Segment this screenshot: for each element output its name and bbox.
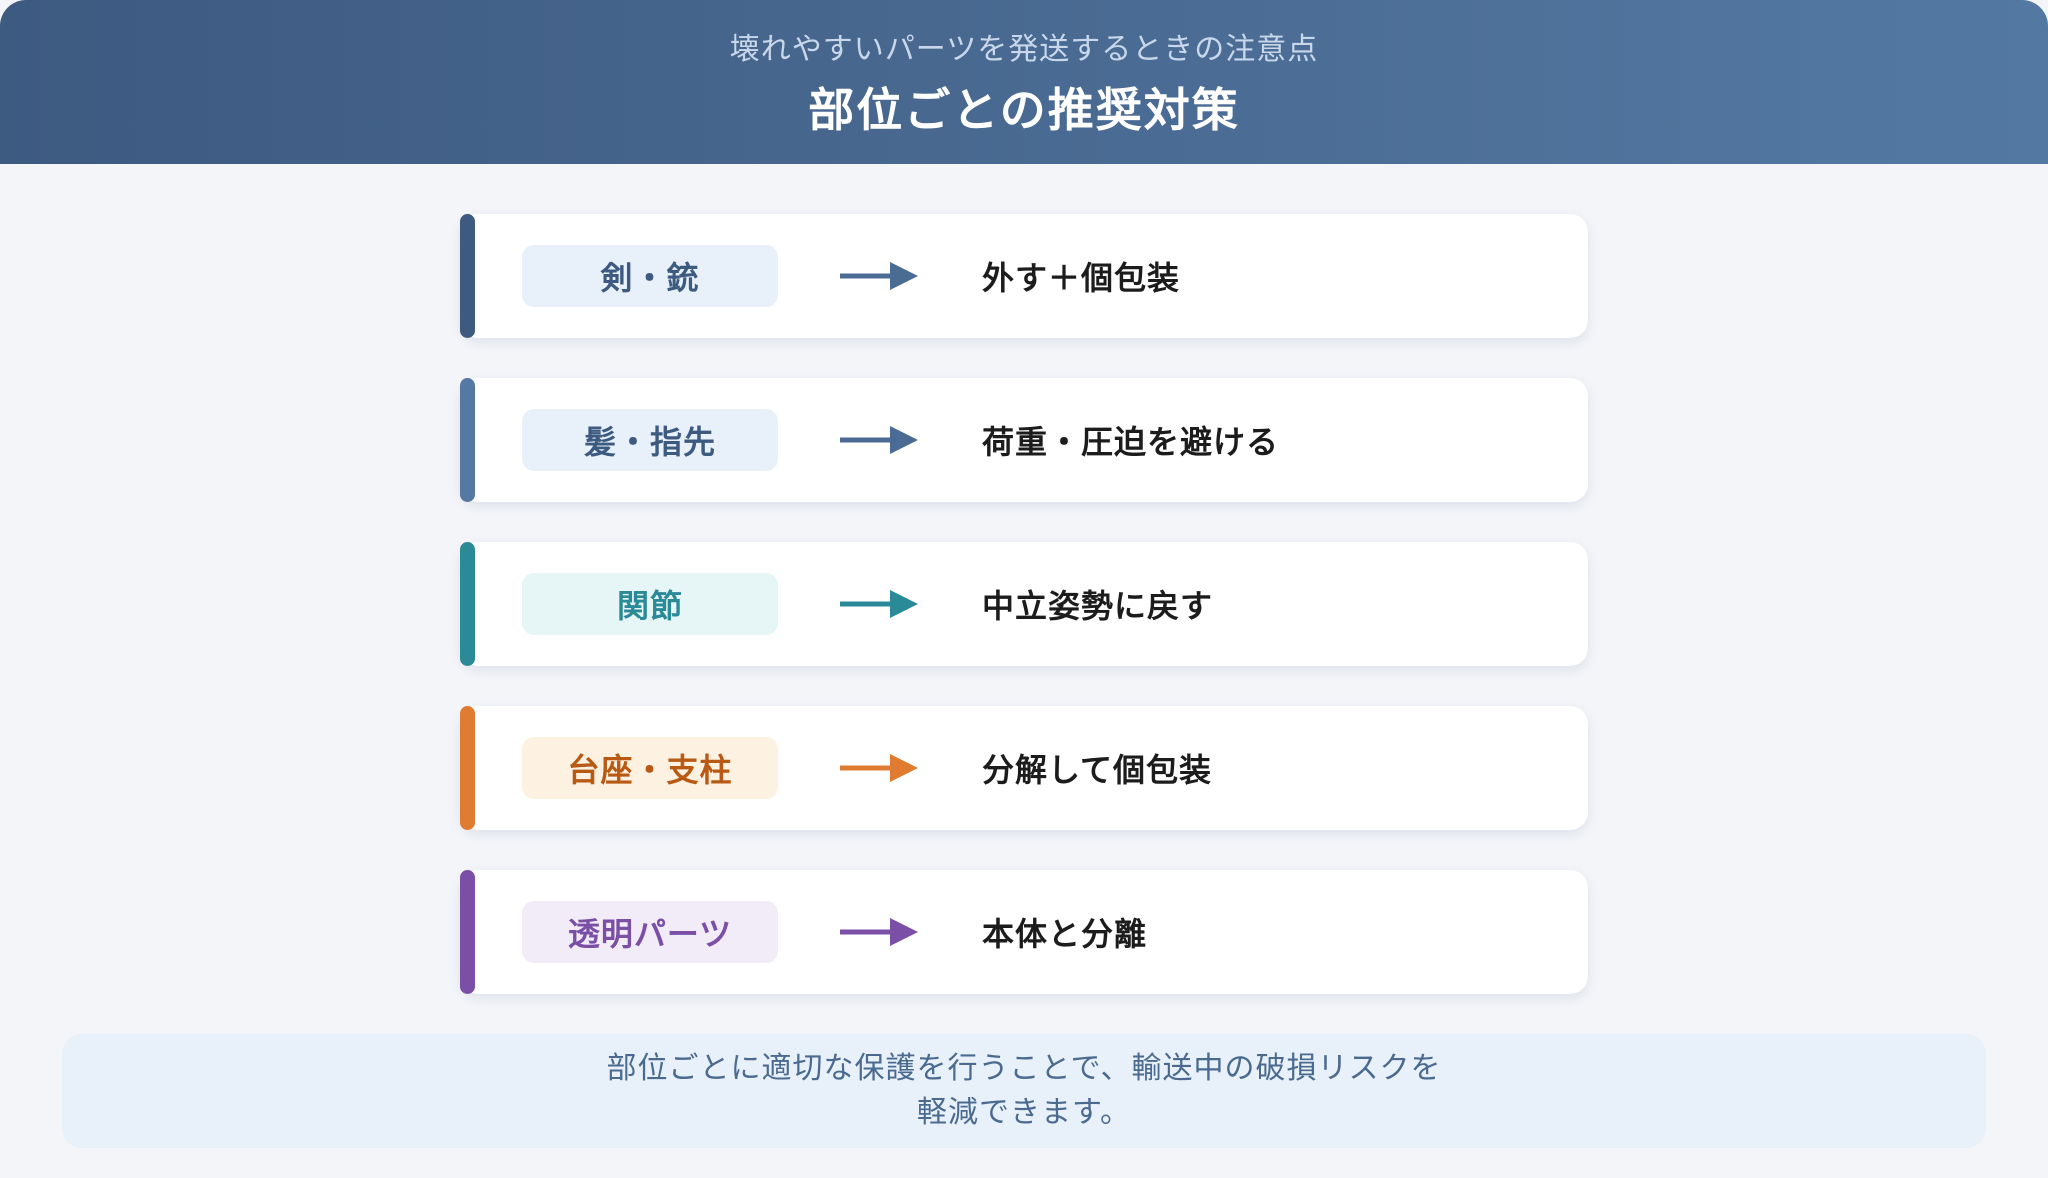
action-text: 外す＋個包装 [982,259,1181,297]
countermeasure-row: 髪・指先 荷重・圧迫を避ける [460,378,1588,502]
page-subtitle: 壊れやすいパーツを発送するときの注意点 [729,32,1319,67]
part-tag: 髪・指先 [522,409,778,471]
countermeasure-list: 剣・銃 外す＋個包装 髪・指先 荷重・圧迫を避ける 関節 中立姿勢に戻す 台座・… [460,214,1588,1034]
row-accent-bar [460,378,475,502]
countermeasure-row: 透明パーツ 本体と分離 [460,870,1588,994]
summary-note: 部位ごとに適切な保護を行うことで、輸送中の破損リスクを 軽減できます。 [62,1034,1986,1148]
row-accent-bar [460,214,475,338]
action-text: 荷重・圧迫を避ける [982,423,1280,461]
page-title: 部位ごとの推奨対策 [808,83,1240,137]
countermeasure-row: 台座・支柱 分解して個包装 [460,706,1588,830]
right-arrow-icon [840,262,918,290]
right-arrow-icon [840,590,918,618]
countermeasure-row: 関節 中立姿勢に戻す [460,542,1588,666]
header-banner: 壊れやすいパーツを発送するときの注意点 部位ごとの推奨対策 [0,0,2048,164]
right-arrow-icon [840,918,918,946]
right-arrow-icon [840,426,918,454]
countermeasure-row: 剣・銃 外す＋個包装 [460,214,1588,338]
part-tag: 台座・支柱 [522,737,778,799]
part-tag: 剣・銃 [522,245,778,307]
right-arrow-icon [840,754,918,782]
row-accent-bar [460,870,475,994]
part-tag: 透明パーツ [522,901,778,963]
action-text: 分解して個包装 [982,751,1213,789]
part-tag: 関節 [522,573,778,635]
action-text: 中立姿勢に戻す [982,587,1214,625]
summary-note-line: 部位ごとに適切な保護を行うことで、輸送中の破損リスクを [606,1051,1442,1086]
summary-note-line: 軽減できます。 [917,1095,1131,1130]
row-accent-bar [460,542,475,666]
row-accent-bar [460,706,475,830]
action-text: 本体と分離 [982,915,1148,953]
